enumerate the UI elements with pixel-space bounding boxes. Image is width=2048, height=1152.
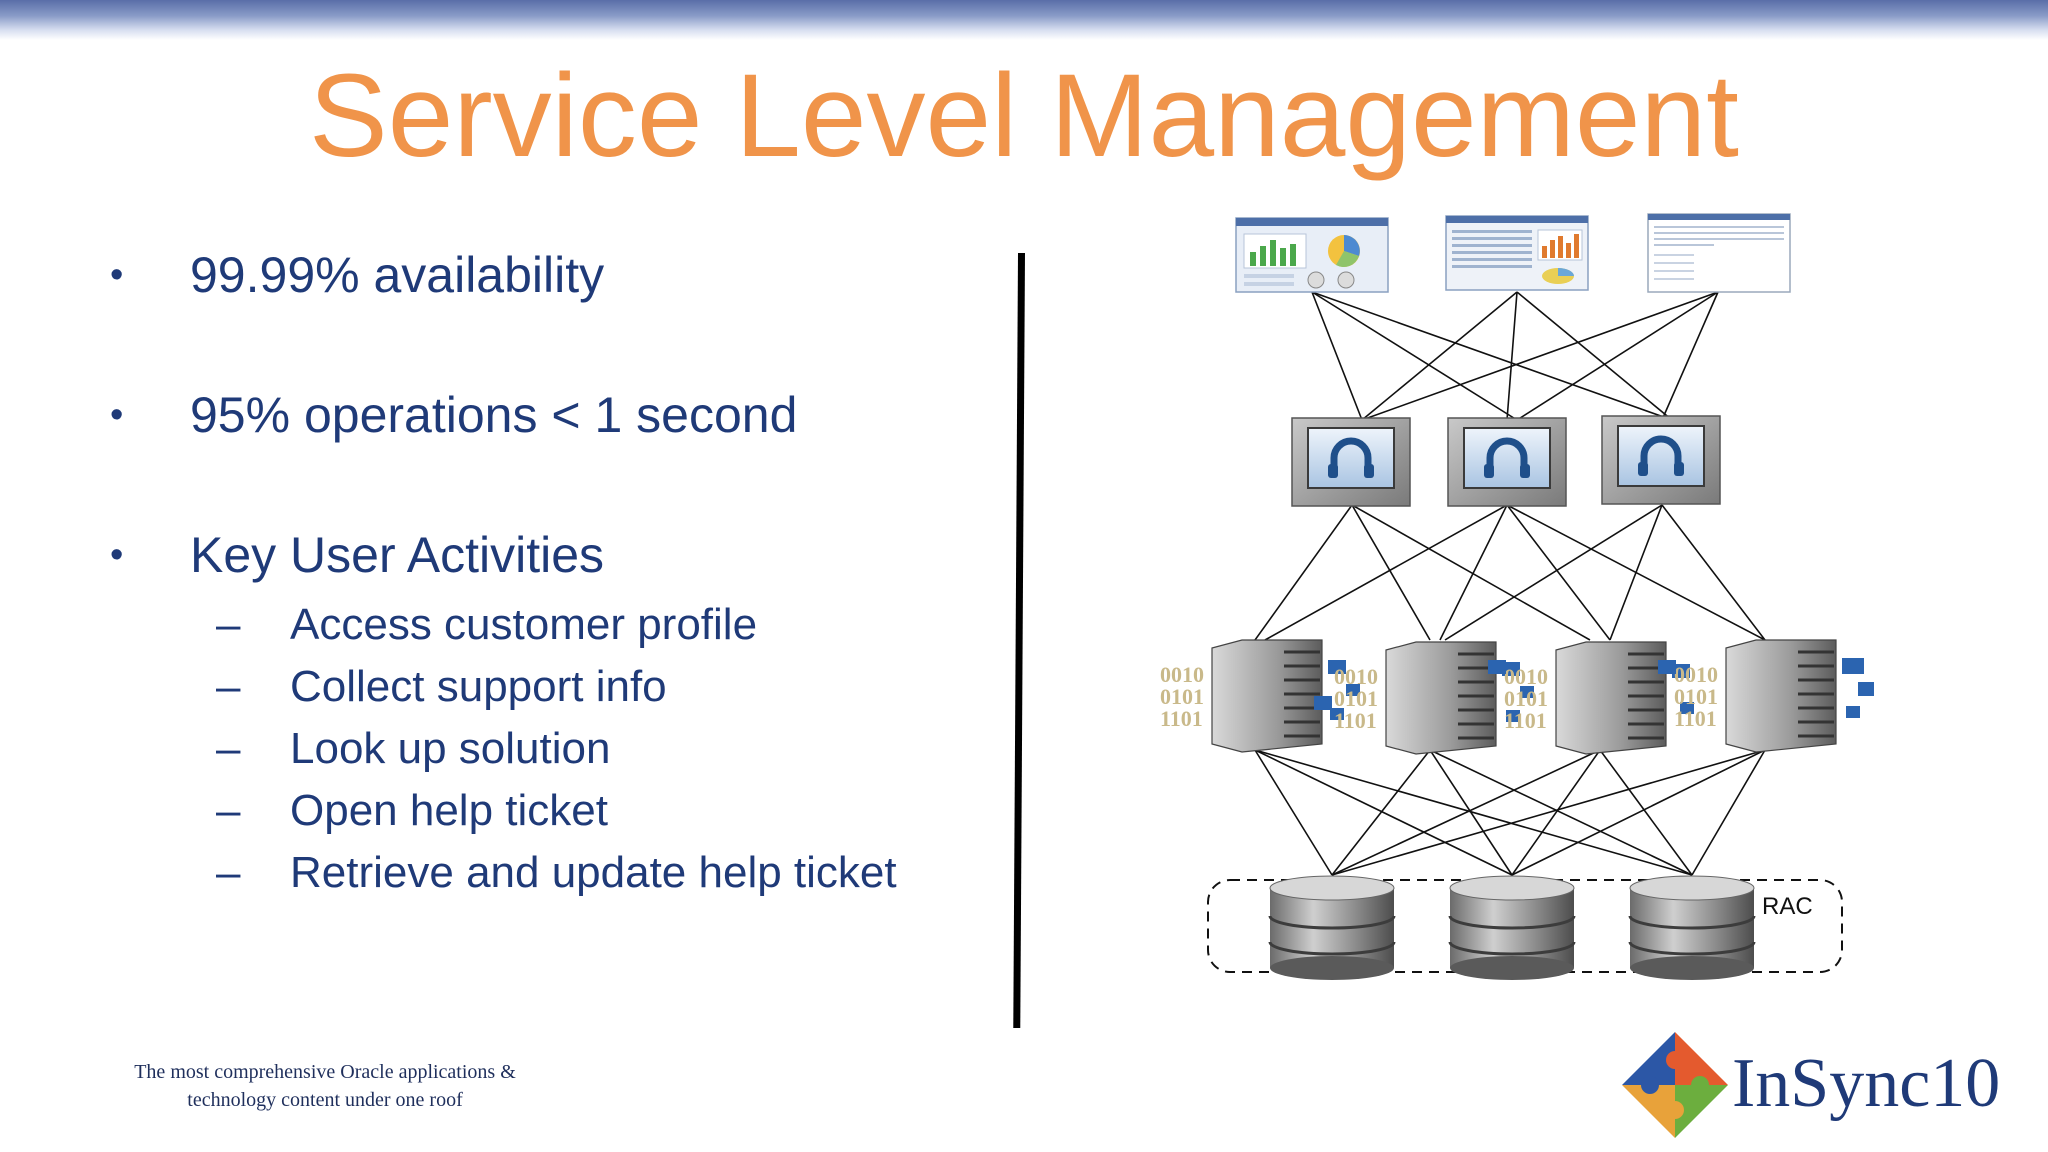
binary-text-line: 0101	[1160, 684, 1204, 709]
bullet-dot: •	[110, 394, 124, 436]
footer-tagline: The most comprehensive Oracle applicatio…	[105, 1058, 545, 1114]
dash-marker: –	[216, 600, 241, 649]
sub-item-text: Open help ticket	[290, 786, 608, 835]
binary-text-line: 1101	[1504, 708, 1547, 733]
slide-title: Service Level Management	[309, 50, 1739, 182]
support-headset-monitor-icon	[1447, 417, 1567, 507]
insync-logo: InSync10	[1620, 1030, 2020, 1140]
sub-item-text: Retrieve and update help ticket	[290, 848, 897, 897]
server-group: 0010 0101 1101	[1314, 641, 1534, 755]
server-icon	[1725, 639, 1837, 753]
rac-label: RAC	[1762, 893, 1813, 920]
architecture-diagram: 0010 0101 1101 0010 0101 1101	[1160, 213, 1874, 980]
server-group: 0010 0101 1101	[1160, 639, 1360, 753]
binary-text-line: 0010	[1334, 664, 1378, 689]
connection-lines-bottom	[1254, 749, 1766, 876]
top-gradient-bar	[0, 0, 2048, 40]
dash-marker: –	[216, 724, 241, 773]
support-headset-monitor-icon	[1601, 415, 1721, 505]
server-group: 0010 0101 1101	[1658, 639, 1874, 753]
binary-text-line: 0010	[1504, 664, 1548, 689]
connection-lines-top	[1311, 291, 1719, 421]
bullet-dot: •	[110, 534, 124, 576]
sub-item-text: Look up solution	[290, 724, 611, 773]
diamond-logo-icon	[1622, 1032, 1728, 1138]
binary-text-line: 1101	[1160, 706, 1203, 731]
binary-text-line: 0101	[1334, 686, 1378, 711]
bullet-text: 99.99% availability	[190, 247, 605, 303]
sub-item-text: Access customer profile	[290, 600, 758, 649]
dashboard-screenshot-icon	[1647, 213, 1791, 293]
logo-text: InSync10	[1732, 1045, 2001, 1122]
database-icon	[1448, 875, 1576, 980]
tagline-line: The most comprehensive Oracle applicatio…	[134, 1061, 516, 1083]
database-icon	[1268, 875, 1396, 980]
binary-text-line: 1101	[1334, 708, 1377, 733]
database-icon	[1628, 875, 1756, 980]
server-icon	[1385, 641, 1497, 755]
bullet-dot: •	[110, 254, 124, 296]
binary-text-line: 0010	[1160, 662, 1204, 687]
dashboard-screenshot-icon	[1445, 215, 1589, 291]
dash-marker: –	[216, 848, 241, 897]
vertical-divider	[1013, 253, 1025, 1029]
tagline-line: technology content under one roof	[187, 1089, 463, 1111]
support-headset-monitor-icon	[1291, 417, 1411, 507]
connection-lines-middle	[1254, 504, 1766, 641]
server-group: 0010 0101 1101	[1488, 641, 1694, 755]
bullet-text: 95% operations < 1 second	[190, 387, 798, 443]
dash-marker: –	[216, 786, 241, 835]
sub-item-text: Collect support info	[290, 662, 667, 711]
binary-text-line: 0010	[1674, 662, 1718, 687]
bullet-text: Key User Activities	[190, 527, 605, 583]
binary-text-line: 1101	[1674, 706, 1717, 731]
dashboard-screenshot-icon	[1235, 217, 1389, 293]
dash-marker: –	[216, 662, 241, 711]
server-icon	[1211, 639, 1323, 753]
binary-text-line: 0101	[1674, 684, 1718, 709]
server-icon	[1555, 641, 1667, 755]
binary-text-line: 0101	[1504, 686, 1548, 711]
